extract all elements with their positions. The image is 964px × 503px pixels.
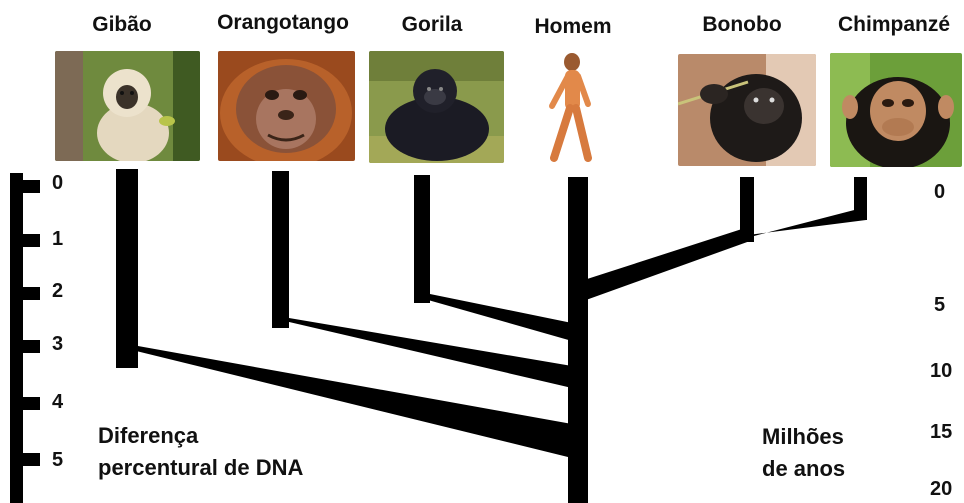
dna-scale-tick bbox=[10, 340, 40, 353]
time-tick-label: 5 bbox=[934, 294, 946, 316]
dna-tick-label: 4 bbox=[52, 391, 64, 413]
time-tick-label: 15 bbox=[930, 421, 953, 443]
branch-pan-clade bbox=[584, 228, 750, 300]
dna-scale-tick bbox=[10, 397, 40, 410]
species-label-gorilla: Gorila bbox=[401, 13, 463, 36]
dna-caption-line1: Diferença bbox=[98, 423, 199, 448]
dna-scale-tick bbox=[10, 180, 40, 193]
branch-gorilla-vertical bbox=[414, 175, 430, 303]
dna-scale-axis bbox=[10, 173, 23, 503]
gorilla-photo bbox=[369, 51, 504, 163]
dna-scale-tick bbox=[10, 287, 40, 300]
time-caption-line2: de anos bbox=[762, 456, 846, 481]
gibbon-photo bbox=[55, 51, 200, 161]
dna-tick-label: 0 bbox=[52, 172, 64, 194]
branch-human bbox=[568, 177, 588, 503]
branch-bonobo-chimp-join bbox=[740, 208, 866, 236]
time-scale-caption: Milhões de anos bbox=[762, 421, 845, 485]
time-caption-line1: Milhões bbox=[762, 424, 844, 449]
time-tick-label: 20 bbox=[930, 478, 953, 500]
species-label-human: Homem bbox=[534, 15, 612, 38]
branch-bonobo bbox=[740, 177, 754, 242]
bonobo-photo bbox=[678, 54, 816, 166]
dna-tick-label: 1 bbox=[52, 228, 64, 250]
time-tick-label: 10 bbox=[930, 360, 953, 382]
species-label-orangutan: Orangotango bbox=[217, 11, 349, 34]
branch-gorilla-diagonal bbox=[414, 294, 572, 341]
time-tick-label: 0 bbox=[934, 181, 946, 203]
dna-scale-tick bbox=[10, 234, 40, 247]
branch-orangutan-diagonal bbox=[272, 318, 572, 388]
dna-scale-tick bbox=[10, 453, 40, 466]
species-label-gibbon: Gibão bbox=[92, 13, 152, 36]
dna-scale-caption: Diferença percentural de DNA bbox=[98, 420, 303, 484]
species-label-bonobo: Bonobo bbox=[702, 13, 782, 36]
branch-orangutan-vertical bbox=[272, 171, 289, 328]
dna-tick-label: 3 bbox=[52, 333, 64, 355]
dna-tick-label: 2 bbox=[52, 280, 64, 302]
orangutan-photo bbox=[218, 51, 355, 161]
branch-gibbon-vertical bbox=[116, 169, 138, 368]
branch-gibbon-diagonal bbox=[116, 346, 572, 458]
human-photo bbox=[528, 50, 610, 168]
species-label-chimpanzee: Chimpanzé bbox=[837, 13, 951, 36]
dna-caption-line2: percentural de DNA bbox=[98, 455, 304, 480]
chimpanzee-photo bbox=[830, 53, 962, 167]
dna-tick-label: 5 bbox=[52, 449, 64, 471]
